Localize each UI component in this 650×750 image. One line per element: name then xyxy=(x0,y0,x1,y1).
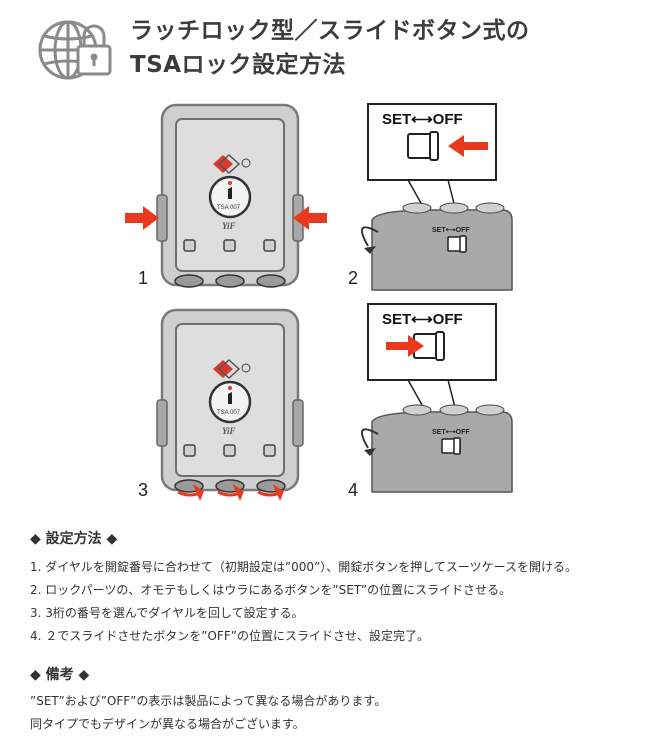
step-number-4: 4 xyxy=(348,480,359,500)
step-number-3: 3 xyxy=(138,480,149,500)
settings-step-3: 3. 3桁の番号を選んでダイヤルを回して設定する。 xyxy=(30,606,304,620)
step-number-1: 1 xyxy=(138,268,149,288)
settings-title: ◆ 設定方法 ◆ xyxy=(30,531,118,547)
svg-text:SET⟷OFF: SET⟷OFF xyxy=(382,111,463,128)
svg-text:SET⟷OFF: SET⟷OFF xyxy=(382,311,463,328)
page-title: ラッチロック型／スライドボタン式の TSAロック設定方法 xyxy=(130,14,530,82)
step1-lock xyxy=(155,103,305,289)
settings-section: ◆ 設定方法 ◆ xyxy=(30,528,117,548)
title-line-1: ラッチロック型／スライドボタン式の xyxy=(130,18,530,44)
notes-section: ◆ 備考 ◆ xyxy=(30,664,89,684)
settings-step-1: 1. ダイヤルを開錠番号に合わせて（初期設定は”000”）、開錠ボタンを押してス… xyxy=(30,560,578,574)
settings-step-2: 2. ロックパーツの、オモテもしくはウラにあるボタンを”SET”の位置にスライド… xyxy=(30,583,512,597)
page-header: ラッチロック型／スライドボタン式の TSAロック設定方法 xyxy=(0,0,650,95)
svg-text:SET⟷OFF: SET⟷OFF xyxy=(432,227,470,234)
title-line-2: TSAロック設定方法 xyxy=(130,52,347,78)
step4-switch-callout: SET⟷OFF xyxy=(367,303,497,420)
step3-dial-arrows xyxy=(177,483,284,501)
step2-turn-arrow xyxy=(360,226,379,247)
settings-steps-list: 1. ダイヤルを開錠番号に合わせて（初期設定は”000”）、開錠ボタンを押してス… xyxy=(30,556,577,648)
note-line-1: ”SET”および”OFF”の表示は製品によって異なる場合があります。 xyxy=(30,694,387,708)
settings-step-4: 4. ２でスライドさせたボタンを”OFF”の位置にスライドさせ、設定完了。 xyxy=(30,629,429,643)
step1-left-arrow xyxy=(125,206,159,230)
step4-case: SET⟷OFF xyxy=(371,404,513,493)
svg-text:SET⟷OFF: SET⟷OFF xyxy=(432,429,470,436)
step4-turn-arrow xyxy=(360,428,379,449)
note-line-2: 同タイプでもデザインが異なる場合がございます。 xyxy=(30,717,305,731)
step3-lock xyxy=(155,308,305,494)
step2-switch-callout: SET⟷OFF xyxy=(367,103,497,220)
step2-case: SET⟷OFF xyxy=(371,202,513,291)
notes-title: ◆ 備考 ◆ xyxy=(30,667,90,683)
notes-lines: ”SET”および”OFF”の表示は製品によって異なる場合があります。 同タイプで… xyxy=(30,690,386,736)
figures-svg: TSA 007 YiF xyxy=(125,103,513,501)
instruction-figures: TSA 007 YiF xyxy=(120,100,520,505)
step-number-2: 2 xyxy=(348,268,359,288)
globe-lock-icon xyxy=(38,20,112,80)
